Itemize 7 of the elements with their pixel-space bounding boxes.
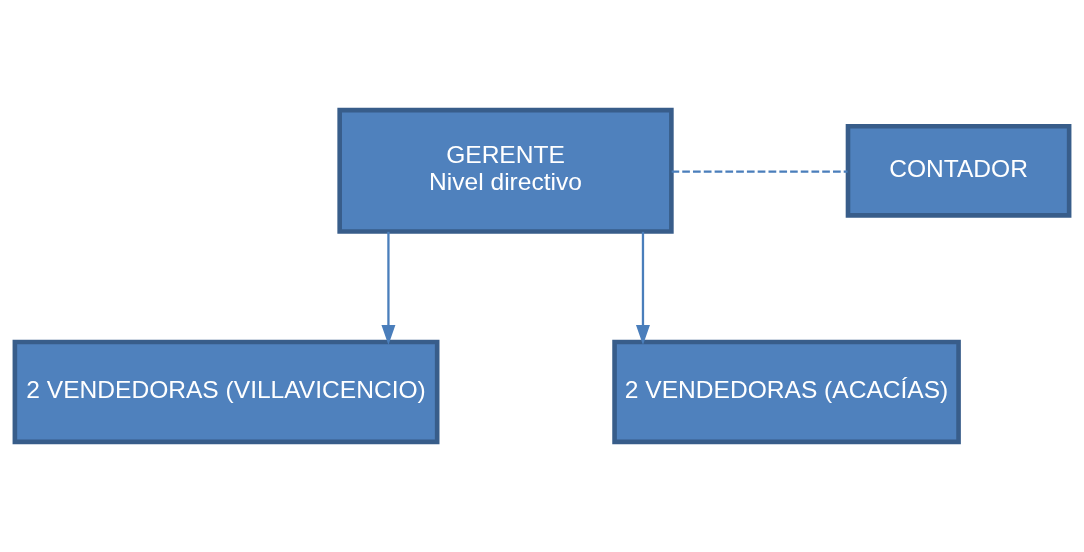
arrow (635, 231, 650, 346)
node-box: 2 VENDEDORAS (ACACÍAS) (612, 339, 961, 445)
connector (671, 170, 848, 173)
node-box: CONTADOR (845, 123, 1072, 218)
arrow (381, 231, 396, 346)
node-box: GERENTE Nivel directivo (337, 107, 674, 234)
node-box: 2 VENDEDORAS (VILLAVICENCIO) (12, 339, 440, 445)
